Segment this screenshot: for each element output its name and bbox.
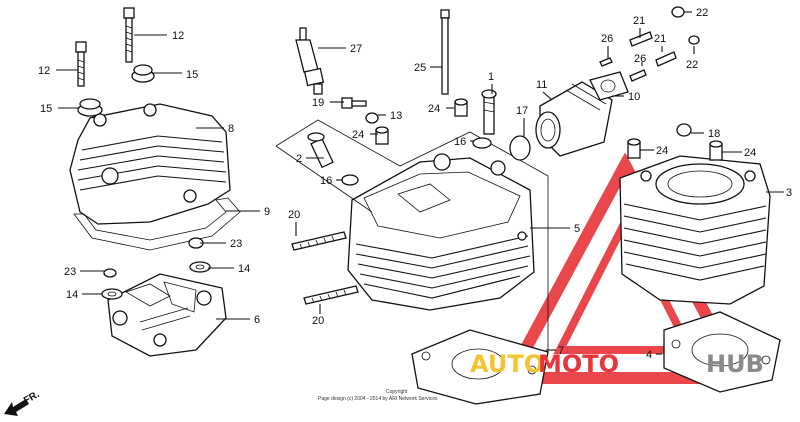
- label-26-lower: 26: [634, 53, 646, 65]
- label-14-left: 14: [66, 289, 78, 301]
- dowel-pin-24-d: [709, 140, 723, 161]
- copyright-line-2: Page design (c) 2004 - 2014 by ARI Netwo…: [318, 396, 438, 402]
- seal-washer-left: [77, 98, 103, 117]
- intake-pipe: [535, 81, 613, 157]
- label-11: 11: [536, 79, 547, 91]
- valve-cover-gasket: [73, 197, 241, 251]
- rocker-arm-holder: [107, 273, 227, 357]
- label-25: 25: [414, 62, 426, 74]
- label-16-right: 16: [454, 136, 466, 148]
- stud-26-upper: [599, 57, 613, 67]
- watermark-auto: AUTO: [470, 350, 544, 378]
- watermark-hub: HUB: [706, 350, 764, 378]
- valve-cover-bolt-left: [75, 41, 87, 87]
- watermark-moto: MOTO: [538, 350, 619, 378]
- label-24-cyl-left: 24: [656, 145, 668, 157]
- label-2: 2: [296, 153, 302, 165]
- label-5: 5: [574, 223, 580, 235]
- label-1: 1: [488, 71, 494, 83]
- label-27: 27: [350, 43, 362, 55]
- valve-guide-exhaust: [481, 89, 497, 135]
- label-16-left: 16: [320, 175, 332, 187]
- label-23-right: 23: [230, 238, 242, 250]
- label-12-left: 12: [38, 65, 50, 77]
- dowel-pin-24-c: [627, 138, 641, 159]
- front-label: FR.: [22, 389, 42, 407]
- label-26-upper: 26: [601, 33, 613, 45]
- cylinder-head: [347, 153, 535, 311]
- base-gasket: [663, 311, 781, 393]
- watermark-text: AUTO MOTO HUB: [470, 350, 764, 378]
- label-22-upper: 22: [696, 7, 708, 19]
- stud-20-upper: [291, 231, 347, 251]
- label-12-top: 12: [172, 30, 184, 42]
- valve-cover: [69, 103, 231, 225]
- label-18: 18: [708, 128, 720, 140]
- label-8: 8: [228, 123, 234, 135]
- label-21-lower: 21: [654, 33, 666, 45]
- cylinder: [619, 155, 771, 305]
- label-22-lower: 22: [686, 59, 698, 71]
- stud-20-lower: [303, 285, 359, 305]
- stud-26-lower: [629, 69, 647, 82]
- label-15-left: 15: [40, 103, 52, 115]
- label-17: 17: [516, 105, 528, 117]
- label-6: 6: [254, 314, 260, 326]
- label-20-upper: 20: [288, 209, 300, 221]
- nut-22-upper: [671, 6, 685, 18]
- label-7: 7: [558, 345, 564, 357]
- head-gasket: [411, 329, 549, 405]
- copyright-line-1: Copyright: [386, 389, 408, 395]
- stud-21-upper: [629, 31, 653, 47]
- dowel-pin-24-a: [454, 98, 468, 117]
- label-20-lower: 20: [312, 315, 324, 327]
- nut-22-lower: [688, 35, 700, 45]
- part-labels: 12 12 15 15 8 9 23 23 14 14 6 20 20 27 1…: [38, 7, 792, 361]
- washer-13: [365, 112, 379, 124]
- label-3: 3: [786, 187, 792, 199]
- nut-18: [676, 123, 692, 137]
- front-arrow-icon: [4, 399, 29, 416]
- label-13: 13: [390, 110, 402, 122]
- label-9: 9: [264, 206, 270, 218]
- label-19: 19: [312, 97, 324, 109]
- label-23-left: 23: [64, 266, 76, 278]
- o-ring-16-right: [472, 137, 492, 149]
- valve-cover-bolt-right: [123, 7, 135, 63]
- label-24-head-right: 24: [428, 103, 440, 115]
- head-reference-frame: [275, 119, 549, 352]
- washer-14-left: [101, 288, 123, 300]
- label-14-right: 14: [238, 263, 250, 275]
- label-4: 4: [646, 349, 652, 361]
- washer-14-right: [189, 261, 211, 273]
- o-ring-17: [509, 135, 531, 161]
- seal-washer-right: [131, 64, 155, 83]
- o-ring-16-left: [341, 174, 359, 186]
- intake-gasket-10: [589, 71, 629, 101]
- leader-lines: [56, 11, 784, 355]
- spark-plug: [295, 27, 325, 95]
- dowel-pin-24-b: [375, 126, 389, 145]
- bolt-19: [341, 97, 367, 109]
- label-24-cyl-right: 24: [744, 147, 756, 159]
- label-21-upper: 21: [633, 15, 645, 27]
- label-10: 10: [628, 91, 640, 103]
- front-direction-indicator: FR.: [4, 389, 42, 416]
- nut-23-left: [103, 268, 117, 278]
- valve-guide-intake: [307, 132, 334, 169]
- label-24-head-left: 24: [352, 129, 364, 141]
- long-stud-25: [440, 9, 450, 95]
- label-15-right: 15: [186, 69, 198, 81]
- stud-21-lower: [655, 51, 677, 67]
